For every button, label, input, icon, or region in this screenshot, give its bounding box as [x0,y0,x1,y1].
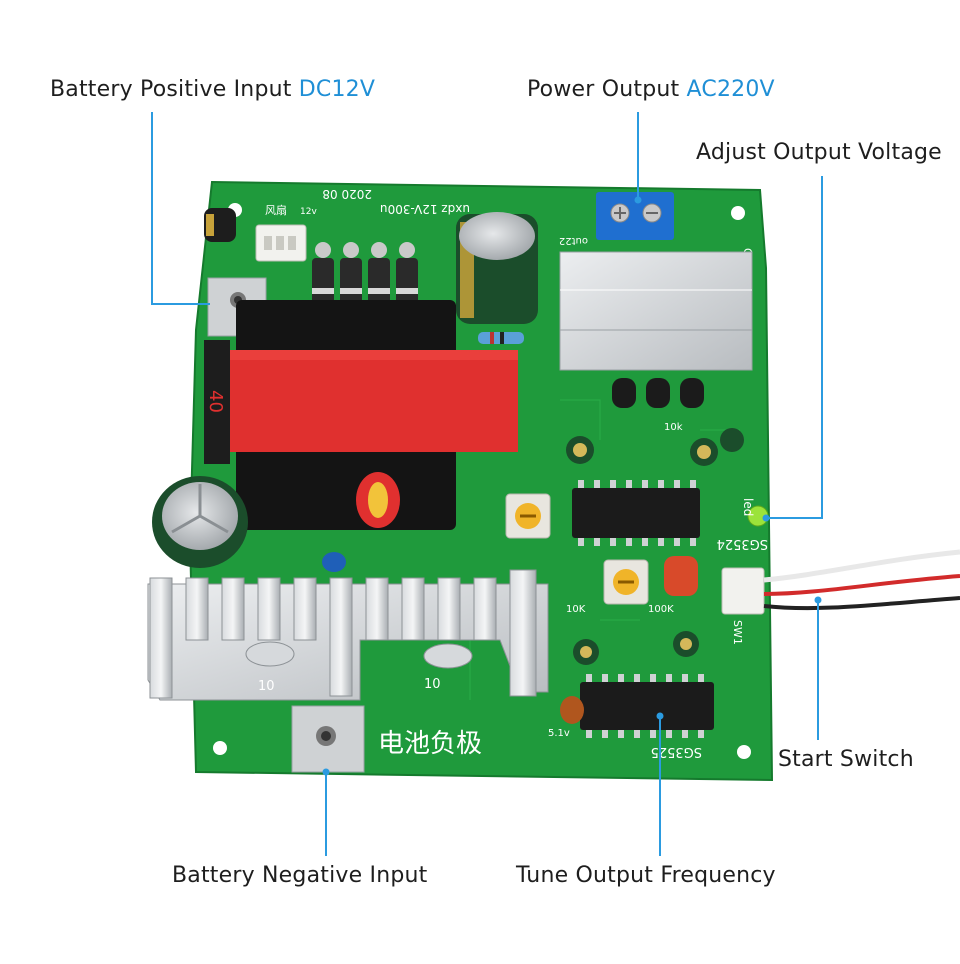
switch-wire [763,549,960,583]
power-output-voltage: AC220V [686,77,775,102]
svg-text:100K: 100K [648,604,674,615]
date-silkscreen: 2020 08 [322,187,372,201]
leader-battery-positive [151,112,210,305]
svg-text:5.1v: 5.1v [548,728,570,739]
label-adjust-output-voltage: Adjust Output Voltage [696,140,942,165]
film-capacitor [664,556,698,596]
switch-connector [721,567,765,615]
mounting-hole [737,745,751,759]
ceramic-capacitor [322,552,346,572]
label-power-output: Power Output AC220V [527,77,775,102]
fan-silkscreen: 风扇 [265,203,287,217]
negative-silkscreen: 电池负极 [378,729,482,759]
svg-text:10k: 10k [664,422,683,433]
ceramic-capacitor [560,696,584,724]
svg-text:SG3525: SG3525 [651,744,702,759]
mounting-hole [213,741,227,755]
leader-lines [151,112,823,856]
label-battery-positive-input: Battery Positive Input DC12V [50,77,376,102]
output-heatsink [559,251,753,371]
model-silkscreen: uxdz 12V-300u [380,202,470,216]
label-tune-output-frequency: Tune Output Frequency [516,863,776,888]
svg-text:12v: 12v [300,207,317,217]
label-battery-negative-input: Battery Negative Input [172,863,428,888]
svg-text:10: 10 [424,677,441,692]
svg-text:10K: 10K [566,604,586,615]
fuse [204,340,230,464]
svg-text:40: 40 [205,390,226,413]
mosfet-heatsink [147,569,549,701]
diode-row [312,242,418,304]
svg-text:SG3524: SG3524 [717,536,768,551]
ic-sg3525 [580,682,714,730]
ic-sg3524 [572,488,700,538]
svg-text:out22: out22 [559,235,588,246]
transformer [222,350,518,452]
svg-text:led: led [741,498,755,516]
label-start-switch: Start Switch [778,747,914,772]
leader-adjust-voltage [766,176,823,519]
battery-positive-voltage: DC12V [298,77,376,102]
mounting-hole [731,206,745,220]
svg-text:10: 10 [258,679,275,694]
svg-text:SW1: SW1 [731,620,744,645]
transistor-row [612,378,704,408]
